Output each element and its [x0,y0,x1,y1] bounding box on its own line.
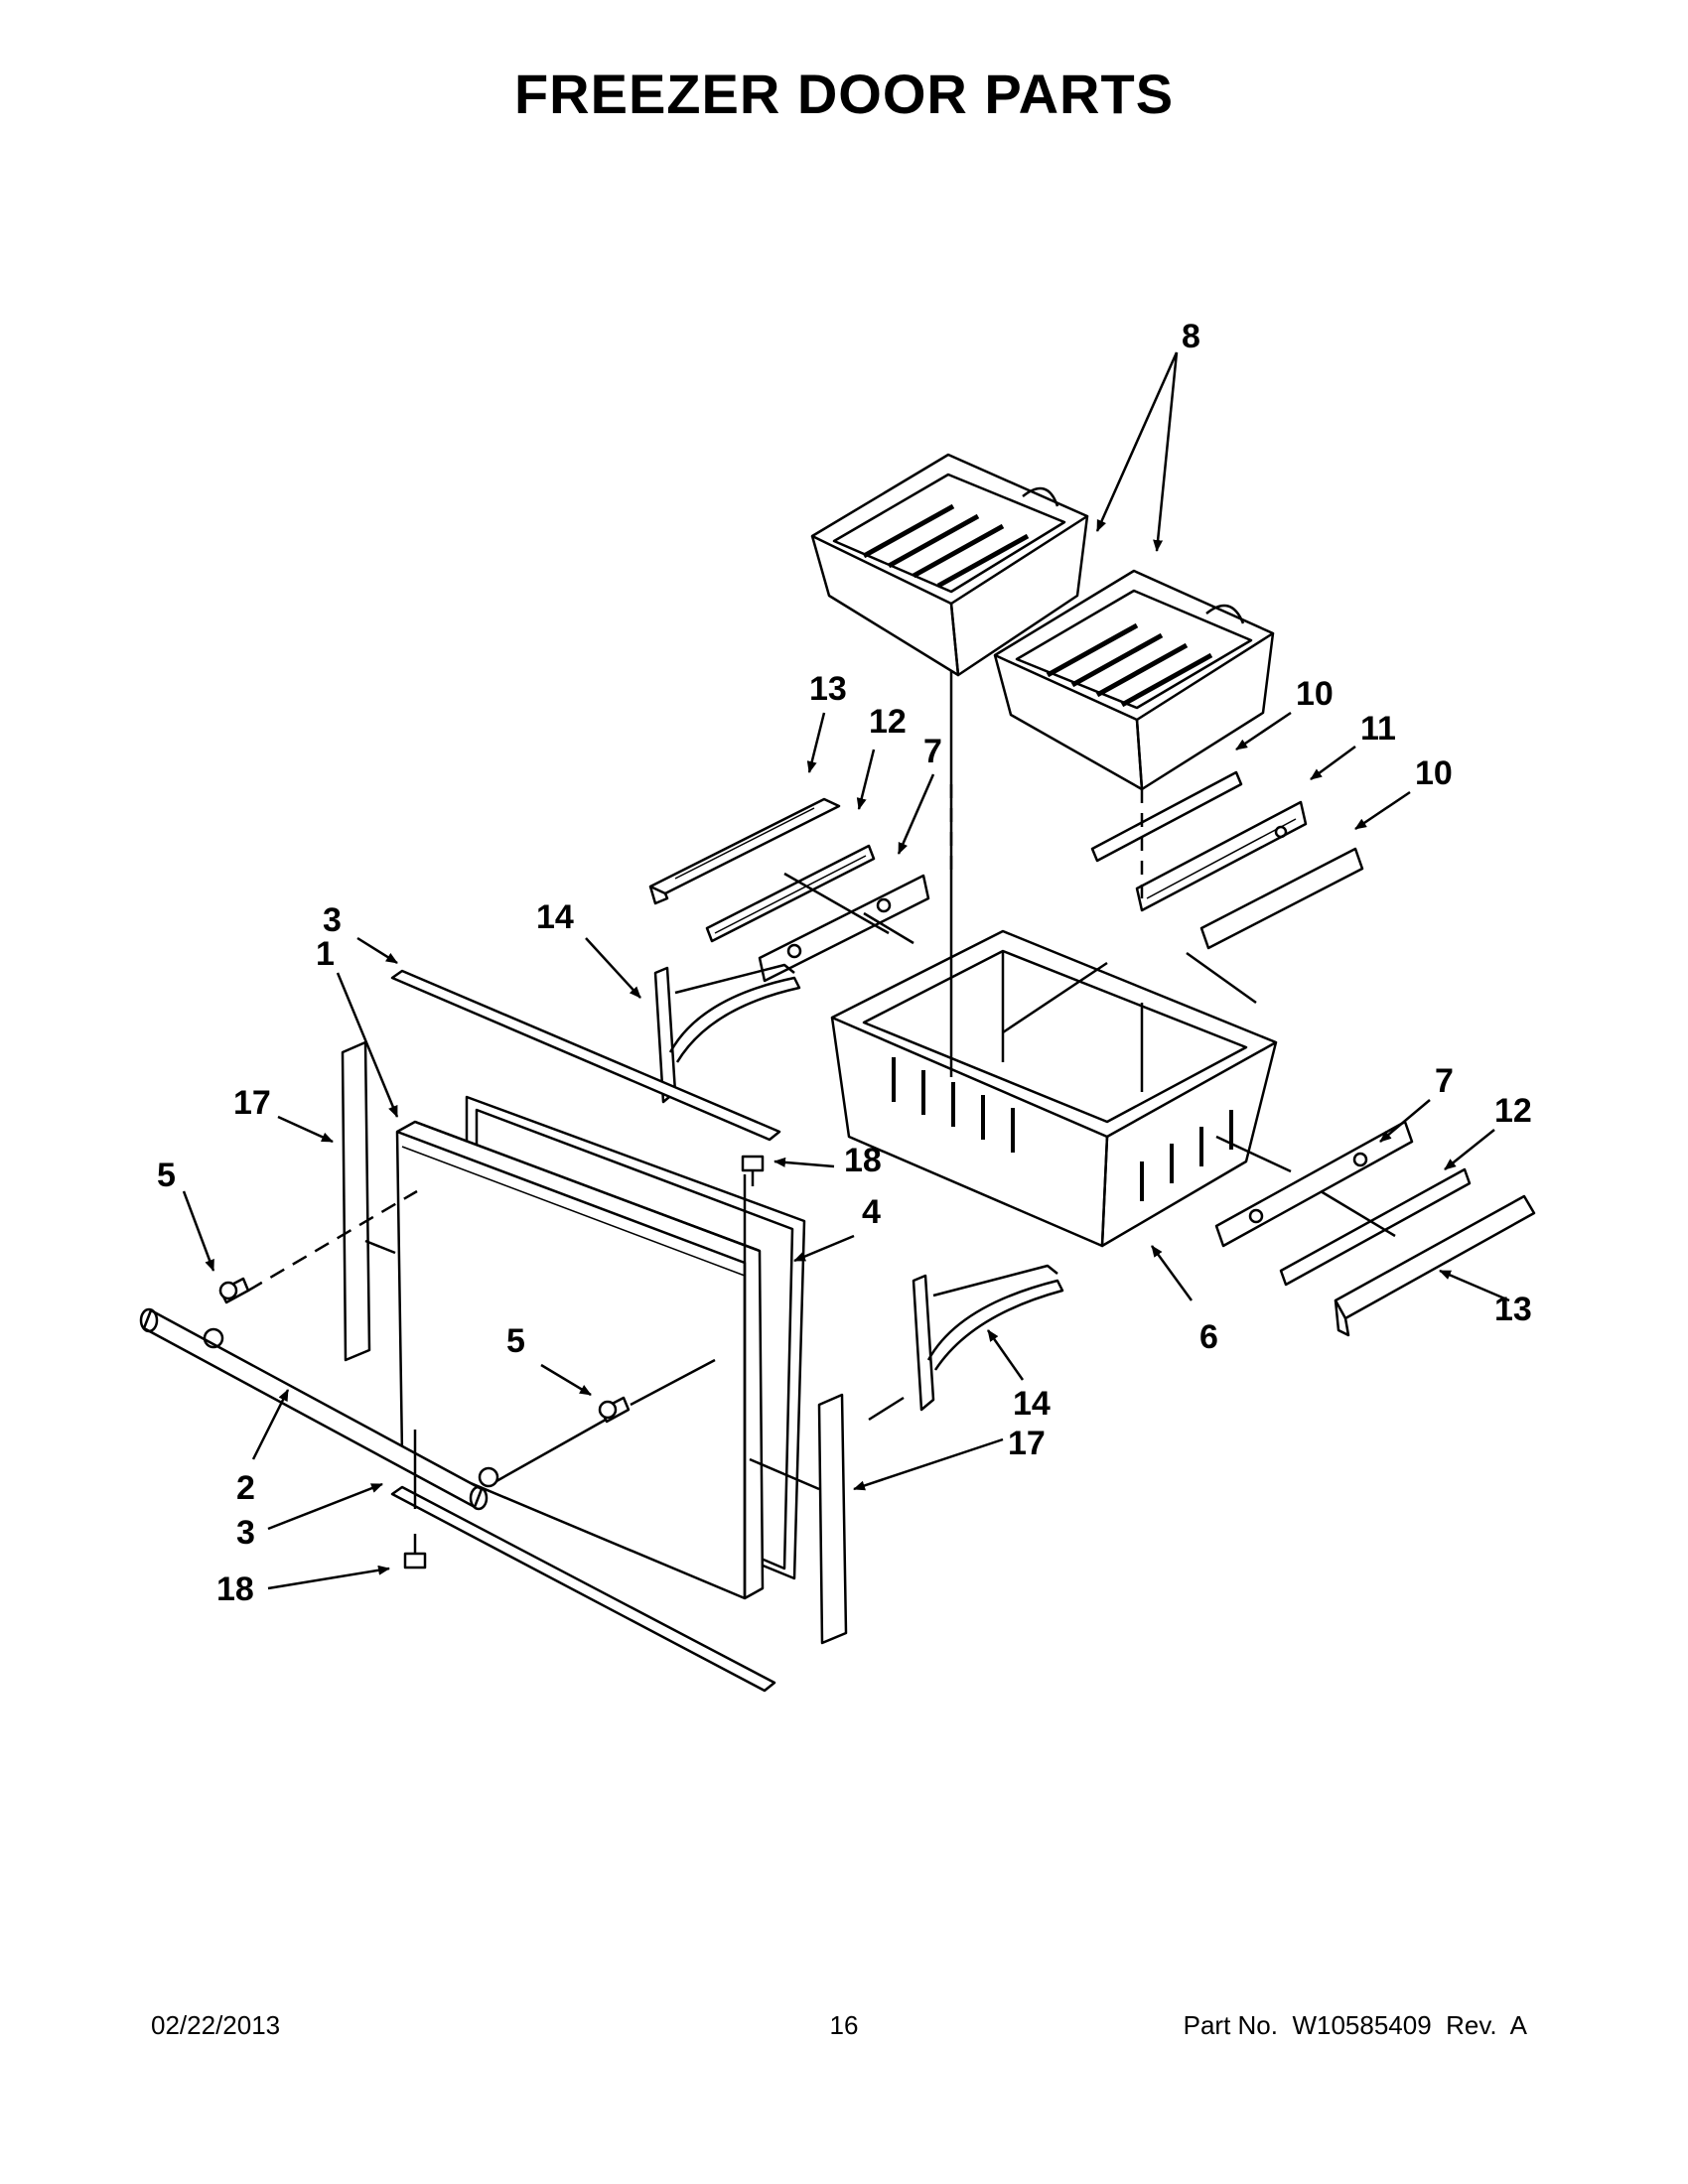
callout-2: 2 [236,1469,255,1507]
footer-page-number: 16 [829,2010,859,2040]
handle-screw-lower [598,1396,631,1424]
callout-18-top: 18 [844,1142,882,1179]
callout-17-right: 17 [1008,1425,1046,1462]
slide-rail-lower [1279,1167,1472,1287]
callout-labels: 8 13 12 7 10 11 10 14 3 1 17 5 18 4 7 12… [157,318,1532,1608]
callout-10-upper: 10 [1296,675,1334,713]
slide-rail-upper [705,844,876,943]
trim-strip-bottom [390,1485,776,1693]
callout-5-left: 5 [157,1157,176,1194]
callout-10-lower: 10 [1415,754,1453,792]
lower-basket [830,929,1278,1248]
callout-5-center: 5 [506,1322,525,1360]
callout-14-upper: 14 [536,898,574,936]
callout-13-upper: 13 [809,670,847,708]
callout-8: 8 [1182,318,1200,355]
slide-rail-bracket-upper-left [758,874,930,983]
page-title: FREEZER DOOR PARTS [513,63,1175,125]
footer-date: 02/22/2013 [151,2010,281,2040]
rail-right-upper-right [1199,847,1364,950]
callout-1: 1 [316,935,335,973]
callout-4: 4 [862,1193,881,1231]
side-trim-right [817,1393,848,1645]
callout-6: 6 [1199,1318,1218,1356]
door-handle [139,1307,499,1511]
leader-arrows [182,351,1510,1590]
hanger-bracket-upper [653,963,801,1104]
slide-rail-cover-upper [648,797,841,905]
callout-7-lower: 7 [1435,1062,1454,1100]
callout-3-lower: 3 [236,1514,255,1552]
footer-part-number: Part No. W10585409 Rev. A [1183,2010,1527,2040]
callout-14-lower: 14 [1013,1385,1051,1423]
rail-center-upper-right [1135,800,1308,912]
slide-rail-bracket-lower-right [1214,1120,1414,1248]
side-trim-left [341,1040,371,1362]
upper-basket-right [993,569,1275,791]
callout-11: 11 [1360,710,1396,748]
callout-7-upper: 7 [923,733,942,770]
callout-3-upper: 3 [323,901,342,939]
rail-left-upper-right [1090,770,1243,863]
slide-rail-cover-lower [1334,1194,1536,1337]
upper-basket-left [810,453,1089,677]
door-screw-bottom [403,1534,427,1570]
callout-18-bottom: 18 [216,1570,254,1608]
callout-13-lower: 13 [1494,1291,1532,1328]
hanger-bracket-lower [912,1264,1064,1412]
handle-screw-upper [218,1277,250,1304]
door-screw-top [741,1155,765,1186]
callout-12-lower: 12 [1494,1092,1532,1130]
callout-17-left: 17 [233,1084,271,1122]
callout-12-upper: 12 [869,703,907,741]
assembly-lines [247,670,1396,1598]
trim-strip-top [390,969,781,1142]
